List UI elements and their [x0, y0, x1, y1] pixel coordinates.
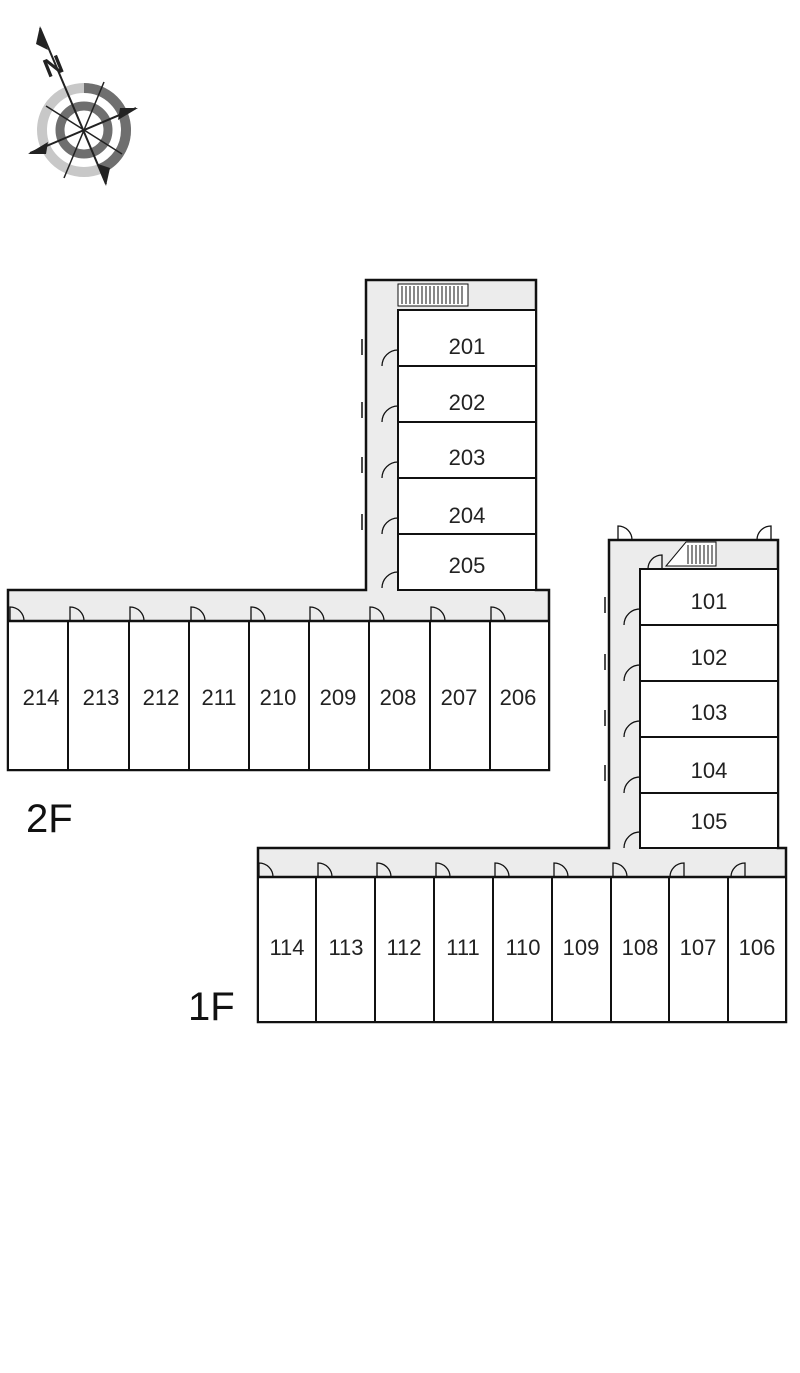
unit-202: 202: [449, 390, 486, 415]
unit-108: 108: [622, 935, 659, 960]
unit-212: 212: [143, 685, 180, 710]
unit-109: 109: [563, 935, 600, 960]
compass-north-letter: N: [39, 49, 68, 84]
unit-112: 112: [386, 935, 421, 960]
unit-102: 102: [691, 645, 728, 670]
unit-207: 207: [441, 685, 478, 710]
stairs-icon: [664, 541, 717, 567]
corridor-2f-wing: [366, 280, 398, 591]
unit-103: 103: [691, 700, 728, 725]
stairs-icon: [397, 283, 469, 307]
unit-201: 201: [449, 334, 486, 359]
unit-205: 205: [449, 553, 486, 578]
unit-203: 203: [449, 445, 486, 470]
corridor-1f-main: [258, 848, 786, 877]
unit-210: 210: [260, 685, 297, 710]
unit-101: 101: [691, 589, 728, 614]
unit-105: 105: [691, 809, 728, 834]
unit-104: 104: [691, 758, 728, 783]
unit-110: 110: [505, 935, 540, 960]
unit-213: 213: [83, 685, 120, 710]
unit-211: 211: [201, 685, 236, 710]
doors: [9, 339, 772, 878]
unit-214: 214: [23, 685, 60, 710]
corridor-2f-main: [8, 590, 549, 621]
compass-rose-icon: N: [28, 26, 138, 186]
unit-209: 209: [320, 685, 357, 710]
unit-106: 106: [739, 935, 776, 960]
unit-111: 111: [446, 935, 479, 960]
unit-107: 107: [680, 935, 717, 960]
unit-113: 113: [328, 935, 363, 960]
floor-1-label: 1F: [188, 985, 235, 1029]
unit-204: 204: [449, 503, 486, 528]
floor-2-plan: 201 202 203 204 205 214 213 212 211 210 …: [6, 278, 551, 841]
corridor-1f-wing: [609, 540, 640, 849]
floor-1-plan: 101 102 103 104 105 114 113 112 111 110 …: [188, 538, 788, 1029]
unit-206: 206: [500, 685, 537, 710]
floor-2-label: 2F: [26, 797, 73, 841]
unit-114: 114: [269, 935, 304, 960]
unit-208: 208: [380, 685, 417, 710]
